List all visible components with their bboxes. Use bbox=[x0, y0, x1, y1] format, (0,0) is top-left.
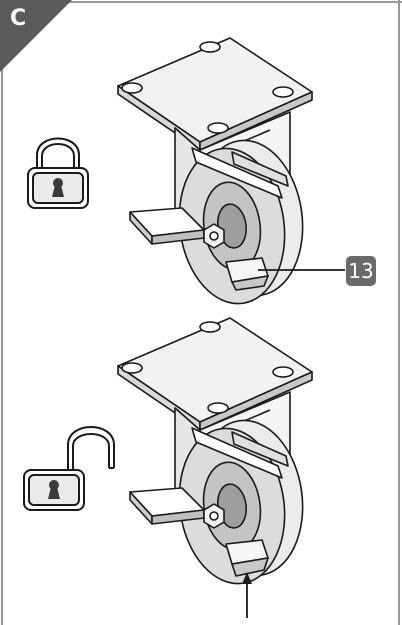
callout-badge: 13 bbox=[346, 256, 376, 286]
arrow-up-icon bbox=[242, 572, 252, 618]
padlock-locked-icon bbox=[27, 137, 89, 209]
panel-letter: C bbox=[10, 6, 27, 31]
caster-wheel-top bbox=[117, 37, 313, 305]
padlock-unlocked-icon bbox=[23, 426, 115, 511]
callout-number: 13 bbox=[348, 259, 374, 283]
caster-wheel-bottom bbox=[117, 317, 313, 585]
